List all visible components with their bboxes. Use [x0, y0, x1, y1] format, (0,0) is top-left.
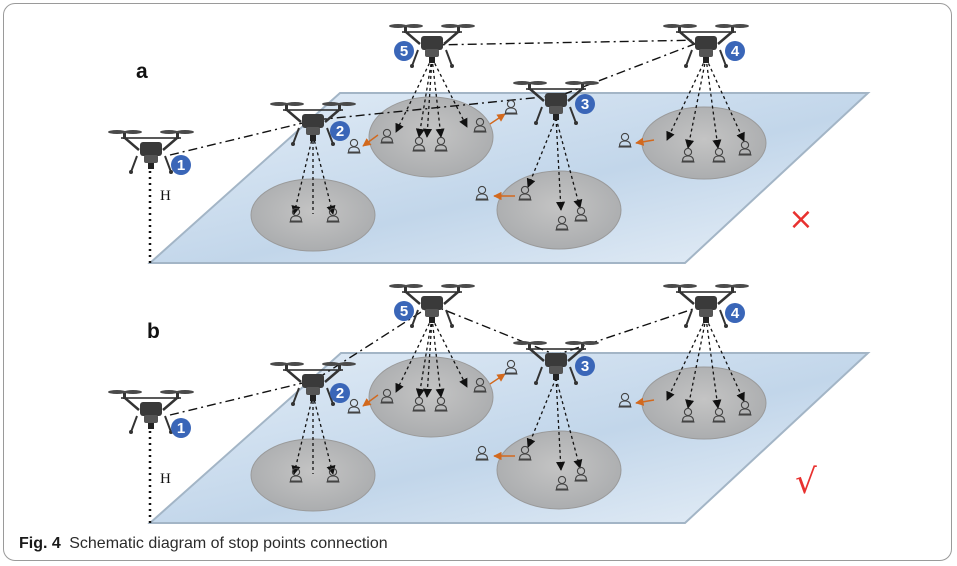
- check-mark-icon: √: [795, 462, 817, 502]
- svg-text:2: 2: [336, 385, 344, 402]
- numbered-badge-icon: 2: [330, 121, 350, 141]
- svg-text:5: 5: [400, 303, 408, 320]
- flight-path: [169, 39, 706, 156]
- figure-caption: Fig. 4 Schematic diagram of stop points …: [19, 535, 388, 553]
- svg-text:1: 1: [177, 157, 185, 174]
- svg-text:1: 1: [177, 420, 185, 437]
- svg-text:3: 3: [581, 96, 589, 113]
- ground-plane: [147, 352, 871, 524]
- numbered-badge-icon: 3: [575, 356, 595, 376]
- numbered-badge-icon: 3: [575, 94, 595, 114]
- numbered-badge-icon: 4: [725, 303, 745, 323]
- numbered-badge-icon: 4: [725, 41, 745, 61]
- height-label: H: [160, 188, 171, 204]
- wrong-cross-icon: ×: [788, 202, 813, 237]
- figure-frame: [3, 3, 952, 561]
- svg-text:3: 3: [581, 358, 589, 375]
- panel-b: H b: [106, 282, 871, 524]
- panel-letter: a: [136, 60, 148, 83]
- svg-text:4: 4: [731, 43, 740, 60]
- ground-plane: [147, 92, 871, 264]
- height-label: H: [160, 471, 171, 487]
- numbered-badge-icon: 1: [171, 418, 191, 438]
- figure-label: Fig. 4: [19, 535, 61, 552]
- numbered-badge-icon: 1: [171, 155, 191, 175]
- numbered-badge-icon: 2: [330, 383, 350, 403]
- numbered-badge-icon: 5: [394, 301, 414, 321]
- svg-text:4: 4: [731, 305, 740, 322]
- coverage-area: [496, 170, 622, 250]
- svg-text:5: 5: [400, 43, 408, 60]
- panel-letter: b: [147, 320, 160, 343]
- panel-a: H a: [106, 22, 871, 264]
- numbered-badge-icon: 5: [394, 41, 414, 61]
- caption-text: Schematic diagram of stop points connect…: [69, 535, 388, 552]
- coverage-area: [496, 430, 622, 510]
- svg-text:2: 2: [336, 123, 344, 140]
